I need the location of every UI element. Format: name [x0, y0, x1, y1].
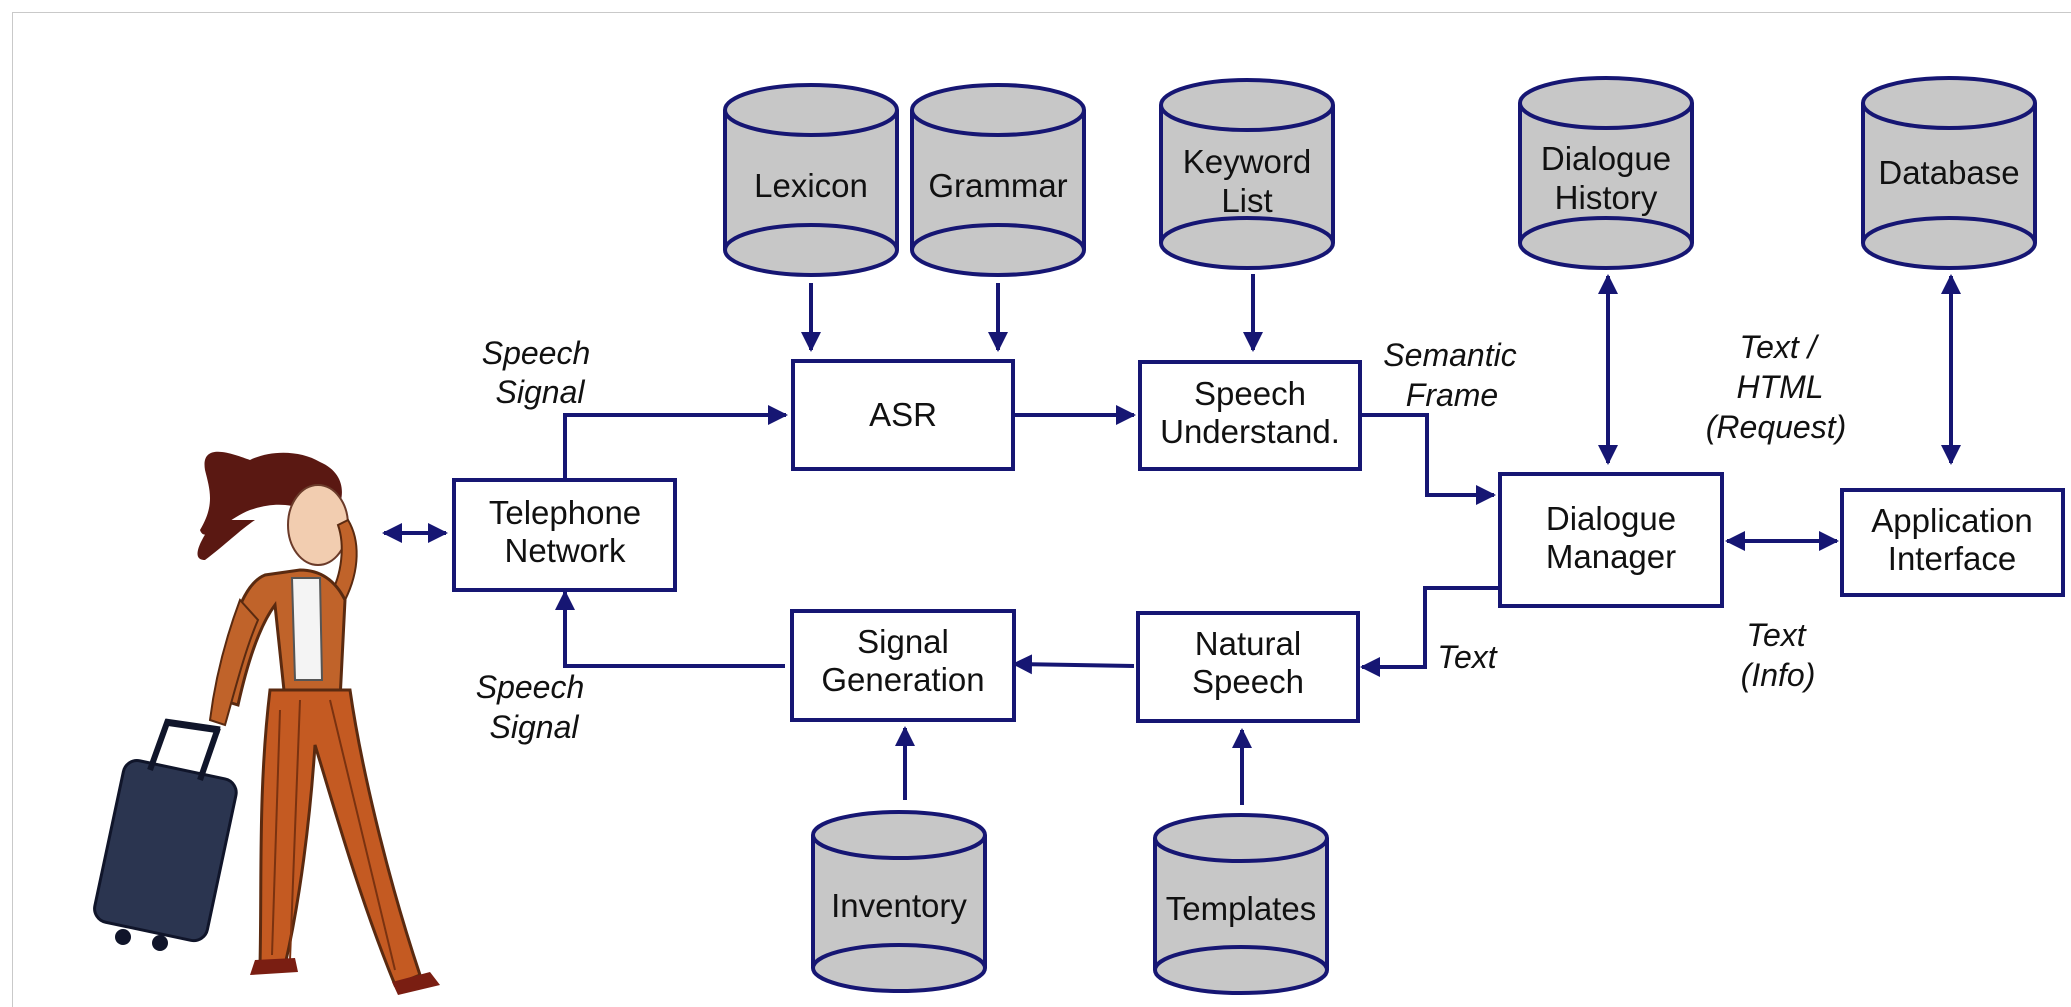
semantic-frame-label: Semantic Frame: [1383, 337, 1516, 413]
telephone-network-box: Telephone Network: [452, 478, 677, 592]
dialogue-history-label-1: Dialogue: [1541, 140, 1671, 177]
speech-signal-in-line-2: Signal: [496, 374, 586, 410]
speech-understanding-label-1: Speech: [1194, 375, 1306, 412]
application-interface-label-1: Application: [1871, 502, 2032, 539]
dialogue-manager-box: Dialogue Manager: [1498, 472, 1724, 608]
text-html-request-label: Text / HTML (Request): [1706, 329, 1847, 445]
text-html-request-line-2: HTML: [1736, 369, 1823, 405]
keyword-list-database: Keyword List: [1159, 78, 1335, 270]
inventory-label: Inventory: [831, 887, 967, 924]
speech-signal-out-line-1: Speech: [476, 669, 585, 705]
semantic-frame-line-1: Semantic: [1383, 337, 1516, 373]
manager-to-natural-speech-arrow: [1360, 586, 1500, 677]
speech-signal-out-line-2: Signal: [490, 709, 580, 745]
text-info-label: Text (Info): [1741, 617, 1816, 693]
speech-understanding-label-2: Understand.: [1160, 413, 1340, 450]
templates-label: Templates: [1166, 890, 1316, 927]
speech-signal-out-label: Speech Signal: [476, 669, 585, 745]
speech-signal-in-line-1: Speech: [482, 335, 591, 371]
database-label: Database: [1878, 154, 2019, 191]
text-html-request-line-1: Text /: [1739, 329, 1819, 365]
asr-box: ASR: [791, 359, 1015, 471]
speech-signal-in-label: Speech Signal: [482, 335, 591, 410]
dialogue-history-label-2: History: [1555, 179, 1658, 216]
lexicon-database: Lexicon: [723, 83, 899, 277]
telephone-network-label-2: Network: [504, 532, 626, 569]
grammar-database: Grammar: [910, 83, 1086, 277]
text-label: Text: [1437, 639, 1497, 675]
speech-understanding-box: Speech Understand.: [1138, 360, 1362, 471]
understanding-to-manager-arrow: [1360, 413, 1496, 505]
natural-speech-label-2: Speech: [1192, 663, 1304, 700]
keyword-list-label-1: Keyword: [1183, 143, 1311, 180]
signal-generation-label-1: Signal: [857, 623, 949, 660]
dialogue-manager-label-1: Dialogue: [1546, 500, 1676, 537]
natural-speech-box: Natural Speech: [1136, 611, 1360, 723]
application-interface-box: Application Interface: [1840, 488, 2065, 597]
text-html-request-line-3: (Request): [1706, 409, 1847, 445]
grammar-label: Grammar: [928, 167, 1067, 204]
semantic-frame-line-2: Frame: [1406, 377, 1498, 413]
natural-speech-label-1: Natural: [1195, 625, 1301, 662]
templates-database: Templates: [1153, 813, 1329, 995]
application-interface-label-2: Interface: [1888, 540, 2016, 577]
lexicon-label: Lexicon: [754, 167, 868, 204]
natural-speech-to-signal-arrow: [1012, 654, 1135, 675]
figure-frame: [12, 12, 2071, 1007]
connections: [382, 274, 1961, 805]
text-info-line-2: (Info): [1741, 657, 1816, 693]
signal-generation-label-2: Generation: [821, 661, 984, 698]
telephone-to-asr-arrow: [563, 405, 788, 478]
telephone-network-label-1: Telephone: [489, 494, 641, 531]
signal-generation-box: Signal Generation: [790, 609, 1016, 722]
signal-to-telephone-arrow: [555, 590, 785, 668]
dialogue-manager-label-2: Manager: [1546, 538, 1676, 575]
asr-label: ASR: [869, 396, 937, 433]
database-database: Database: [1861, 76, 2037, 270]
traveler-illustration: [93, 451, 440, 995]
text-info-line-1: Text: [1746, 617, 1806, 653]
inventory-database: Inventory: [811, 810, 987, 993]
dialogue-history-database: Dialogue History: [1518, 76, 1694, 270]
keyword-list-label-2: List: [1221, 182, 1272, 219]
